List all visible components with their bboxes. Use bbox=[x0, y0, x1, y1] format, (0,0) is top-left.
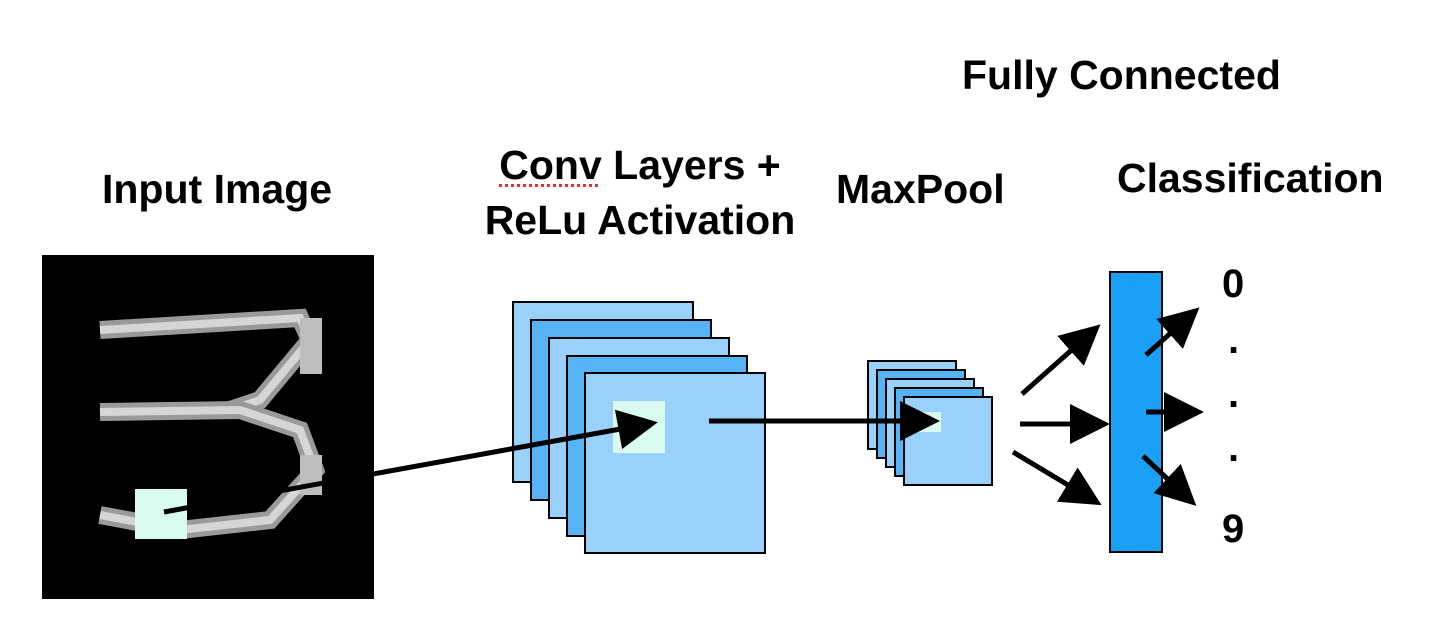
input-patch bbox=[135, 489, 187, 539]
arrows bbox=[163, 307, 1204, 515]
pool-to-fc-arrow-up bbox=[1020, 324, 1101, 396]
relu-activation-label: ReLu Activation bbox=[484, 197, 796, 243]
output-ellipsis-dot: . bbox=[1228, 318, 1240, 362]
conv-feature-map bbox=[584, 372, 766, 554]
fc-to-output-arrow-down bbox=[1141, 454, 1197, 506]
output-ellipsis-dot: . bbox=[1228, 426, 1240, 470]
fully-connected-title: Fully Connected bbox=[962, 52, 1281, 98]
conv-layers-title: Conv Layers + ReLu Activation bbox=[460, 138, 820, 248]
input-image bbox=[42, 255, 374, 599]
fc-to-output-arrow-up bbox=[1144, 307, 1200, 357]
pool-to-fc-arrow-down bbox=[1011, 449, 1102, 506]
input-image-title: Input Image bbox=[102, 166, 333, 212]
classification-title: Classification bbox=[1117, 155, 1384, 201]
output-class-9: 9 bbox=[1222, 507, 1245, 551]
maxpool-title: MaxPool bbox=[836, 166, 1005, 212]
output-class-0: 0 bbox=[1222, 262, 1245, 306]
pool-feature-map bbox=[903, 396, 993, 486]
conv-layers-suffix: Layers + bbox=[601, 142, 781, 188]
conv-word: Conv bbox=[499, 142, 602, 188]
input-to-conv-arrow bbox=[163, 409, 658, 515]
output-ellipsis-dot: . bbox=[1228, 372, 1240, 416]
